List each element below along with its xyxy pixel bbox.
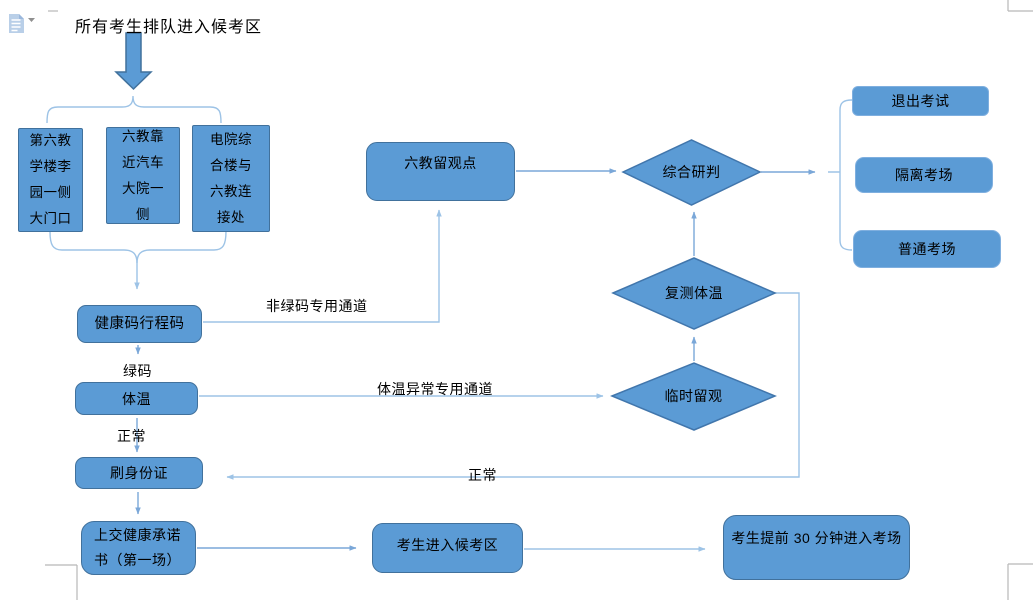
crop-mark-top-right <box>1007 0 1033 12</box>
judgment-label: 综合研判 <box>662 164 721 180</box>
label-non-green-channel: 非绿码专用通道 <box>266 298 368 314</box>
node-observation-point[interactable]: 六教留观点 <box>366 142 515 201</box>
node-enter-waiting-area[interactable]: 考生进入候考区 <box>372 523 523 573</box>
node-enter-exam-room[interactable]: 考生提前 30 分钟进入考场 <box>723 515 910 580</box>
merge-bracket-right <box>136 230 227 264</box>
split-brace-connector <box>46 95 222 124</box>
temporary-observation-label: 临时留观 <box>664 388 723 404</box>
node-entry-gate-1[interactable]: 第六教 学楼李 园一侧 大门口 <box>18 128 83 232</box>
label-abnormal-temp-channel: 体温异常专用通道 <box>377 381 493 397</box>
clipboard-fold <box>19 14 24 19</box>
diamond-retest-temperature[interactable] <box>611 257 777 330</box>
label-green-code: 绿码 <box>123 363 152 379</box>
caret-down-icon <box>28 18 35 22</box>
outcomes-bracket <box>828 99 853 251</box>
node-temperature[interactable]: 体温 <box>75 382 198 415</box>
node-health-code[interactable]: 健康码行程码 <box>77 305 202 343</box>
node-exit-exam[interactable]: 退出考试 <box>852 86 989 116</box>
node-ordinary-room[interactable]: 普通考场 <box>853 230 1001 268</box>
connector-non-green-channel <box>203 209 442 323</box>
start-block-arrow[interactable] <box>114 32 153 91</box>
diamond-temporary-observation[interactable] <box>610 362 777 431</box>
crop-mark-bottom-left <box>45 564 78 600</box>
clipboard-lines <box>11 19 21 32</box>
node-commitment-letter[interactable]: 上交健康承诺 书（第一场） <box>81 521 196 575</box>
node-entry-gate-2[interactable]: 六教靠 近汽车 大院一 侧 <box>106 127 180 224</box>
label-normal-return: 正常 <box>468 467 497 483</box>
node-isolation-room[interactable]: 隔离考场 <box>855 157 993 193</box>
crop-mark-bottom-right <box>1007 563 1033 600</box>
retest-temperature-label: 复测体温 <box>665 285 723 301</box>
node-swipe-id[interactable]: 刷身份证 <box>75 457 203 489</box>
diamond-comprehensive-judgment[interactable] <box>621 139 762 206</box>
start-step-label: 所有考生排队进入候考区 <box>75 19 263 36</box>
merge-bracket-left-arrow <box>49 231 140 290</box>
node-entry-gate-3[interactable]: 电院综 合楼与 六教连 接处 <box>192 125 270 232</box>
paste-options-button[interactable] <box>9 14 35 33</box>
label-normal-after-temp: 正常 <box>117 428 146 444</box>
connector-normal-return <box>226 292 800 480</box>
